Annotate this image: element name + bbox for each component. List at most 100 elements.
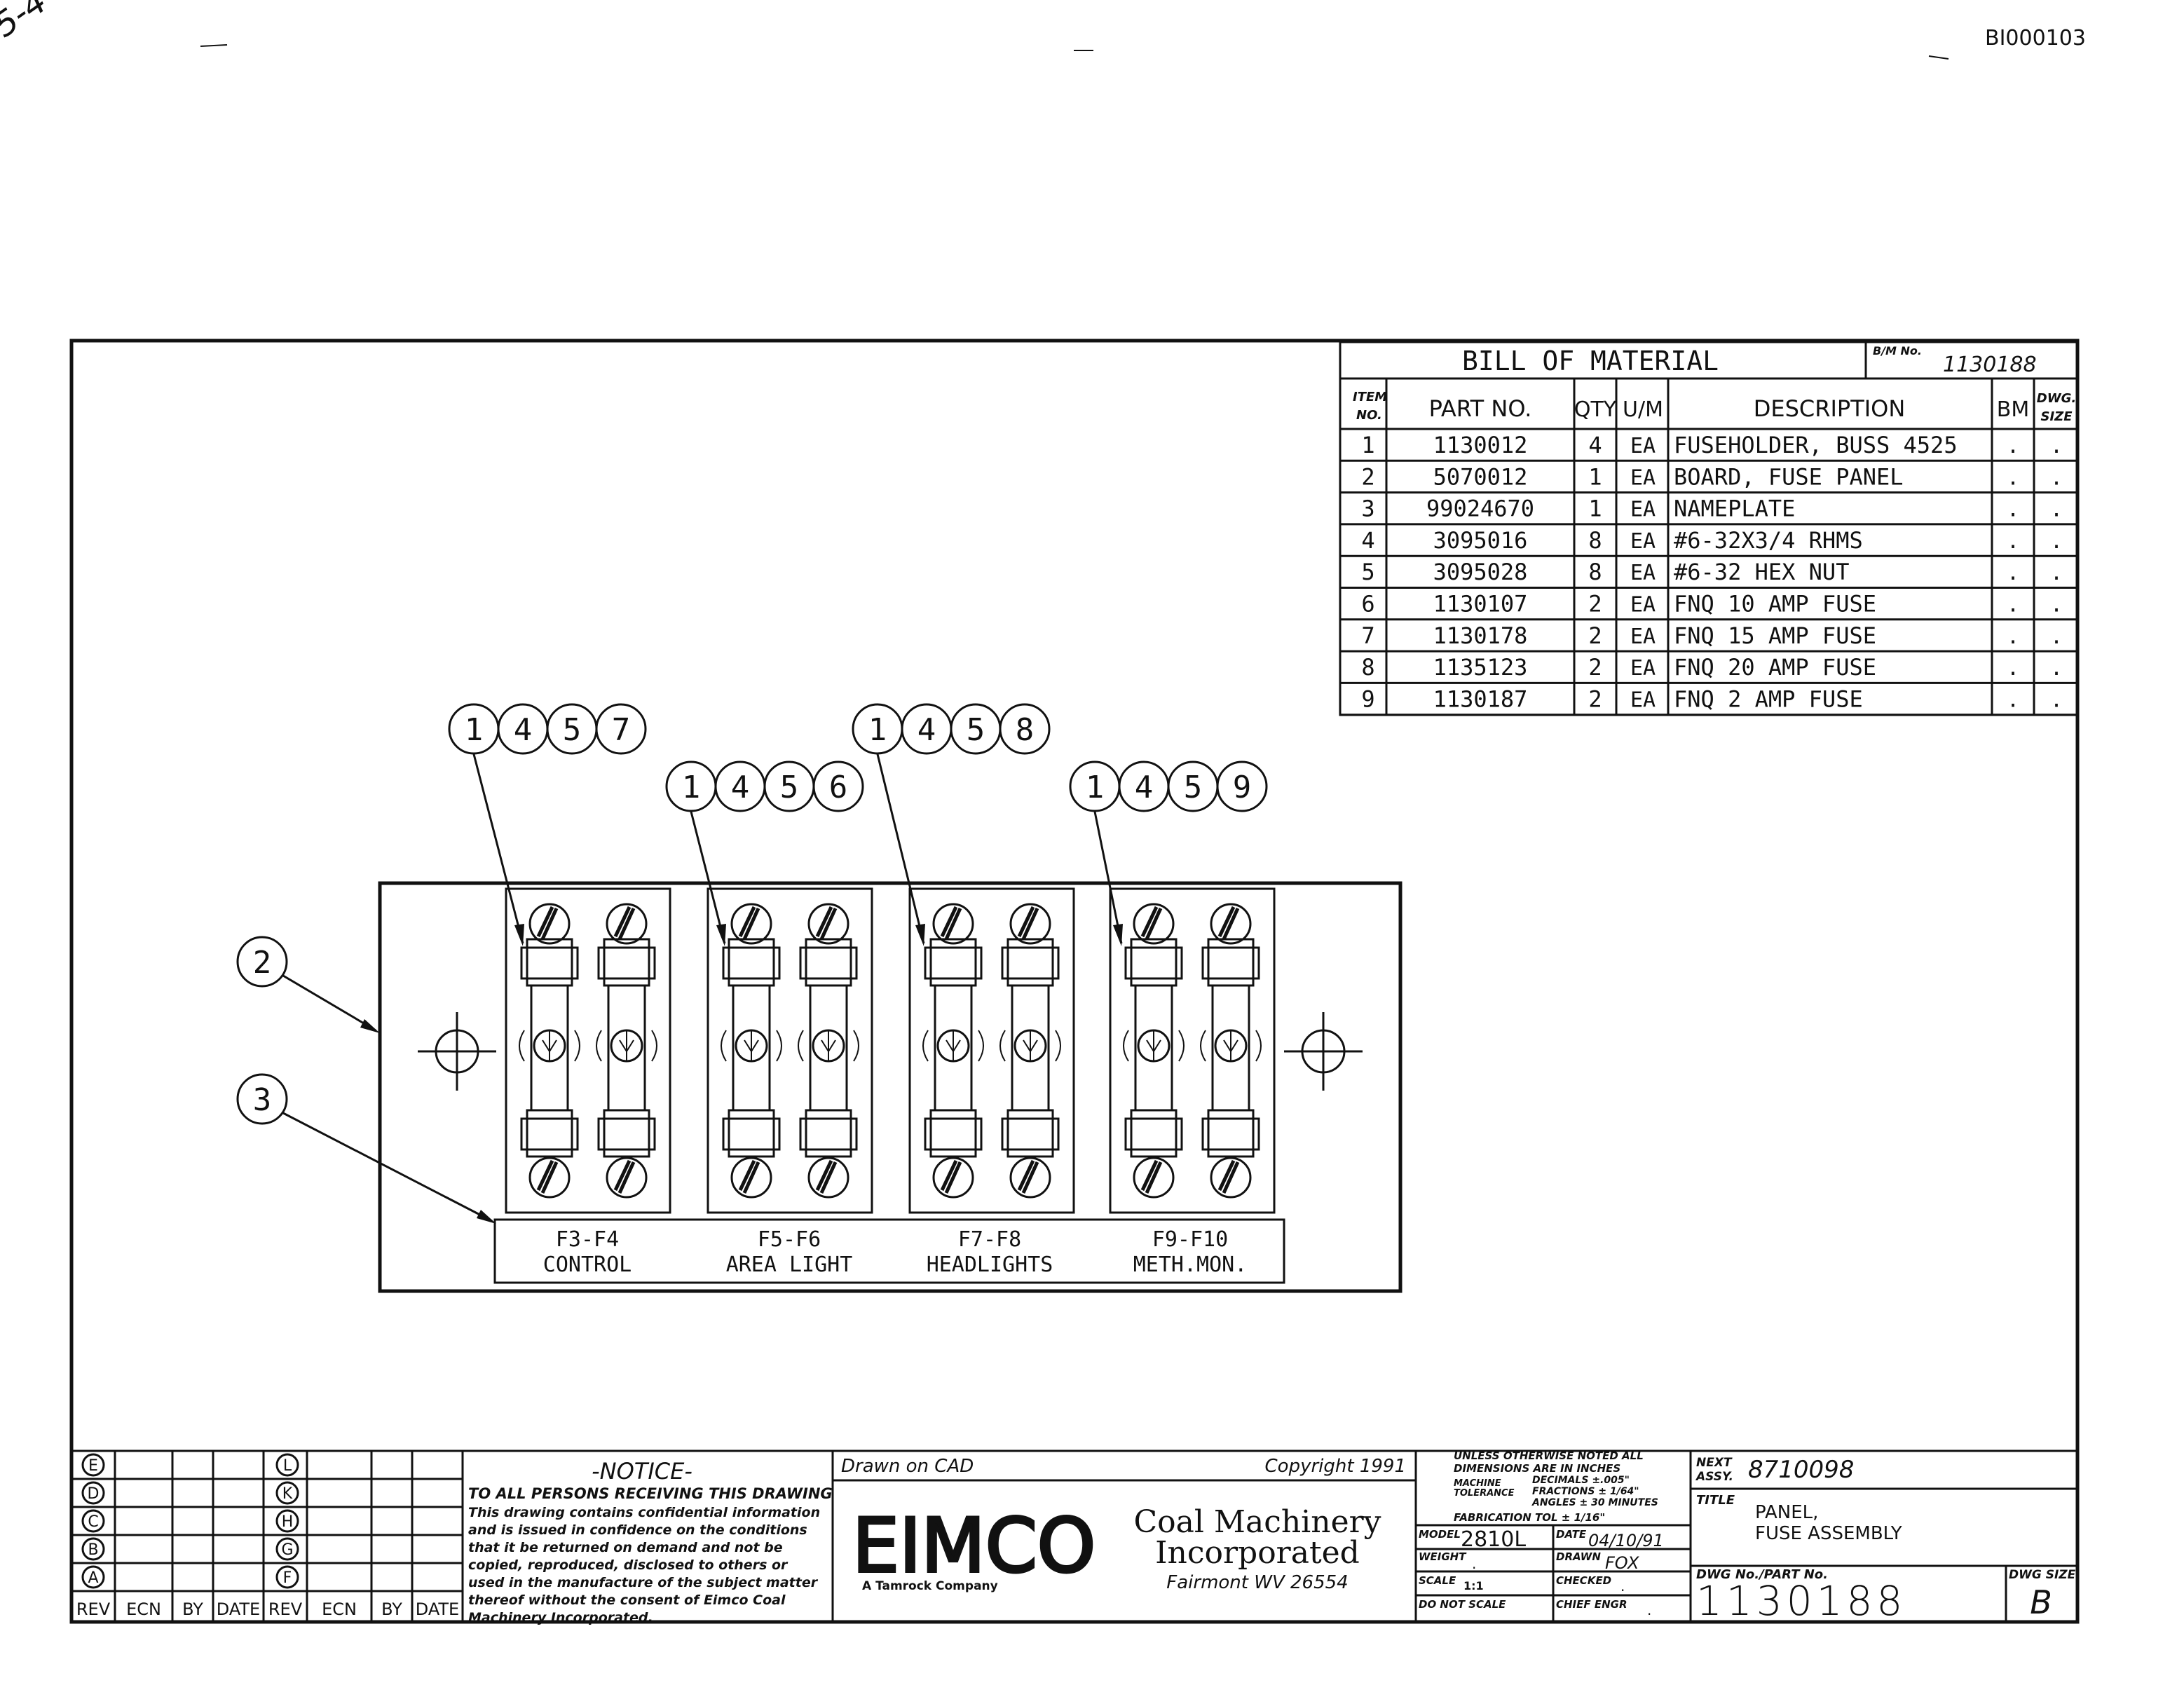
bom-header-item: ITEM: [1353, 390, 1387, 404]
bom-cell-size: .: [2050, 465, 2063, 490]
bom-cell-desc: FUSEHOLDER, BUSS 4525: [1674, 432, 1958, 458]
bom-cell-bm: .: [2007, 434, 2019, 458]
notice-body-line: and is issued in confidence on the condi…: [468, 1522, 807, 1538]
item-balloon: 5: [563, 712, 582, 748]
revision-letter: A: [88, 1569, 98, 1587]
item-balloon: 9: [1233, 770, 1252, 805]
fuse-holder: [596, 903, 657, 1199]
bom-cell-bm: .: [2007, 498, 2019, 522]
callout-balloon-3: 3: [253, 1082, 272, 1118]
fuse-holder: [1123, 903, 1185, 1199]
dwg-no-label: DWG No./PART No.: [1696, 1567, 1828, 1582]
fuse-holder: [798, 903, 859, 1199]
bom-cell-part: 3095016: [1433, 527, 1528, 554]
bom-cell-desc: #6-32X3/4 RHMS: [1674, 527, 1863, 554]
screw-icon: [1133, 903, 1175, 945]
bom-cell-um: EA: [1630, 434, 1656, 458]
screw-icon: [807, 1157, 849, 1199]
tol-line-1: UNLESS OTHERWISE NOTED ALL: [1454, 1449, 1644, 1462]
bom-cell-desc: FNQ 20 AMP FUSE: [1674, 654, 1876, 681]
bom-cell-bm: .: [2007, 593, 2019, 618]
next-assy-value: 8710098: [1748, 1456, 1854, 1484]
bom-number-label: B/M No.: [1873, 344, 1922, 357]
notice-title: -NOTICE-: [592, 1458, 692, 1485]
bom-cell-qty: 8: [1588, 527, 1602, 554]
company-tagline: A Tamrock Company: [862, 1579, 998, 1593]
bom-cell-item: 7: [1361, 622, 1374, 649]
tol-machine: MACHINE: [1454, 1478, 1501, 1489]
bom-cell-item: 8: [1361, 654, 1374, 681]
revision-letter: H: [282, 1513, 294, 1531]
fuse-holder: [519, 903, 580, 1199]
bom-cell-qty: 1: [1588, 463, 1602, 490]
screw-icon: [606, 903, 648, 945]
screw-icon: [1009, 903, 1051, 945]
document-id: BI000103: [1985, 26, 2086, 50]
callout-balloon-2: 2: [253, 945, 272, 981]
revision-letter: B: [88, 1541, 98, 1559]
bom-cell-part: 99024670: [1426, 496, 1534, 522]
bom-cell-um: EA: [1630, 561, 1656, 585]
bom-header-qty: QTY: [1574, 397, 1617, 422]
notice-body-line: This drawing contains confidential infor…: [468, 1505, 820, 1520]
tolerance-block: UNLESS OTHERWISE NOTED ALL DIMENSIONS AR…: [1414, 1449, 1692, 1622]
bom-cell-item: 5: [1361, 559, 1374, 585]
bom-header-bm: BM: [1997, 397, 2029, 422]
screw-icon: [932, 903, 974, 945]
callout-nameplate: 3: [236, 1073, 496, 1224]
bom-cell-size: .: [2050, 529, 2063, 554]
tol-decimals: DECIMALS ±.005": [1532, 1475, 1630, 1486]
bom-header-part-no: PART NO.: [1429, 395, 1532, 422]
fuse-block-3: [908, 887, 1075, 1214]
fuse-block-2: [707, 887, 873, 1214]
tol-angles: ANGLES ± 30 MINUTES: [1531, 1497, 1658, 1508]
bom-cell-bm: .: [2007, 656, 2019, 681]
bom-cell-size: .: [2050, 498, 2063, 522]
item-balloon: 6: [829, 770, 848, 805]
item-balloon: 1: [868, 712, 887, 748]
bom-number: 1130188: [1943, 353, 2037, 377]
fuse-holder: [999, 903, 1061, 1199]
bom-header-no: NO.: [1356, 408, 1382, 423]
model-value: 2810L: [1461, 1527, 1526, 1552]
revision-letter-circle: [275, 1453, 299, 1477]
revision-letter-circle: [81, 1537, 105, 1561]
bom-cell-part: 1130178: [1433, 622, 1528, 649]
fuse-block-1: [505, 887, 671, 1214]
bom-cell-um: EA: [1630, 498, 1656, 522]
company-name-2: Incorporated: [1155, 1535, 1360, 1571]
company-name-1: Coal Machinery: [1133, 1504, 1381, 1540]
fuse-block-4: [1109, 887, 1276, 1214]
next-assy-label-2: ASSY.: [1695, 1470, 1733, 1484]
revision-letter-circle: [81, 1509, 105, 1533]
item-balloon: 4: [917, 712, 936, 748]
screw-icon: [730, 1157, 772, 1199]
item-balloon: 5: [1184, 770, 1203, 805]
nameplate-name: HEADLIGHTS: [927, 1253, 1053, 1277]
title-line-2: FUSE ASSEMBLY: [1755, 1523, 1902, 1544]
revision-letter-circle: [275, 1481, 299, 1505]
screw-icon: [1210, 903, 1252, 945]
drawing-border: [69, 339, 2080, 1624]
revision-letter: E: [88, 1457, 98, 1475]
revision-header: BY: [182, 1599, 203, 1619]
company-block: Drawn on CAD Copyright 1991 EIMCO A Tamr…: [833, 1456, 1416, 1593]
screw-icon: [1210, 1157, 1252, 1199]
bom-cell-desc: BOARD, FUSE PANEL: [1674, 463, 1904, 490]
item-balloon: 4: [514, 712, 533, 748]
fuse-holder: [922, 903, 984, 1199]
bom-cell-desc: #6-32 HEX NUT: [1674, 559, 1849, 585]
bom-cell-qty: 2: [1588, 654, 1602, 681]
revision-letter: F: [283, 1569, 292, 1587]
bom-cell-size: .: [2050, 593, 2063, 618]
bom-header-description: DESCRIPTION: [1754, 395, 1906, 422]
bom-cell-desc: FNQ 10 AMP FUSE: [1674, 591, 1876, 618]
bom-cell-part: 1130107: [1433, 591, 1528, 618]
chief-engineer-value: .: [1647, 1602, 1651, 1618]
revision-header: REV: [268, 1599, 303, 1619]
revision-letter: L: [283, 1457, 292, 1475]
notice-line-1: TO ALL PERSONS RECEIVING THIS DRAWING: [468, 1485, 833, 1502]
